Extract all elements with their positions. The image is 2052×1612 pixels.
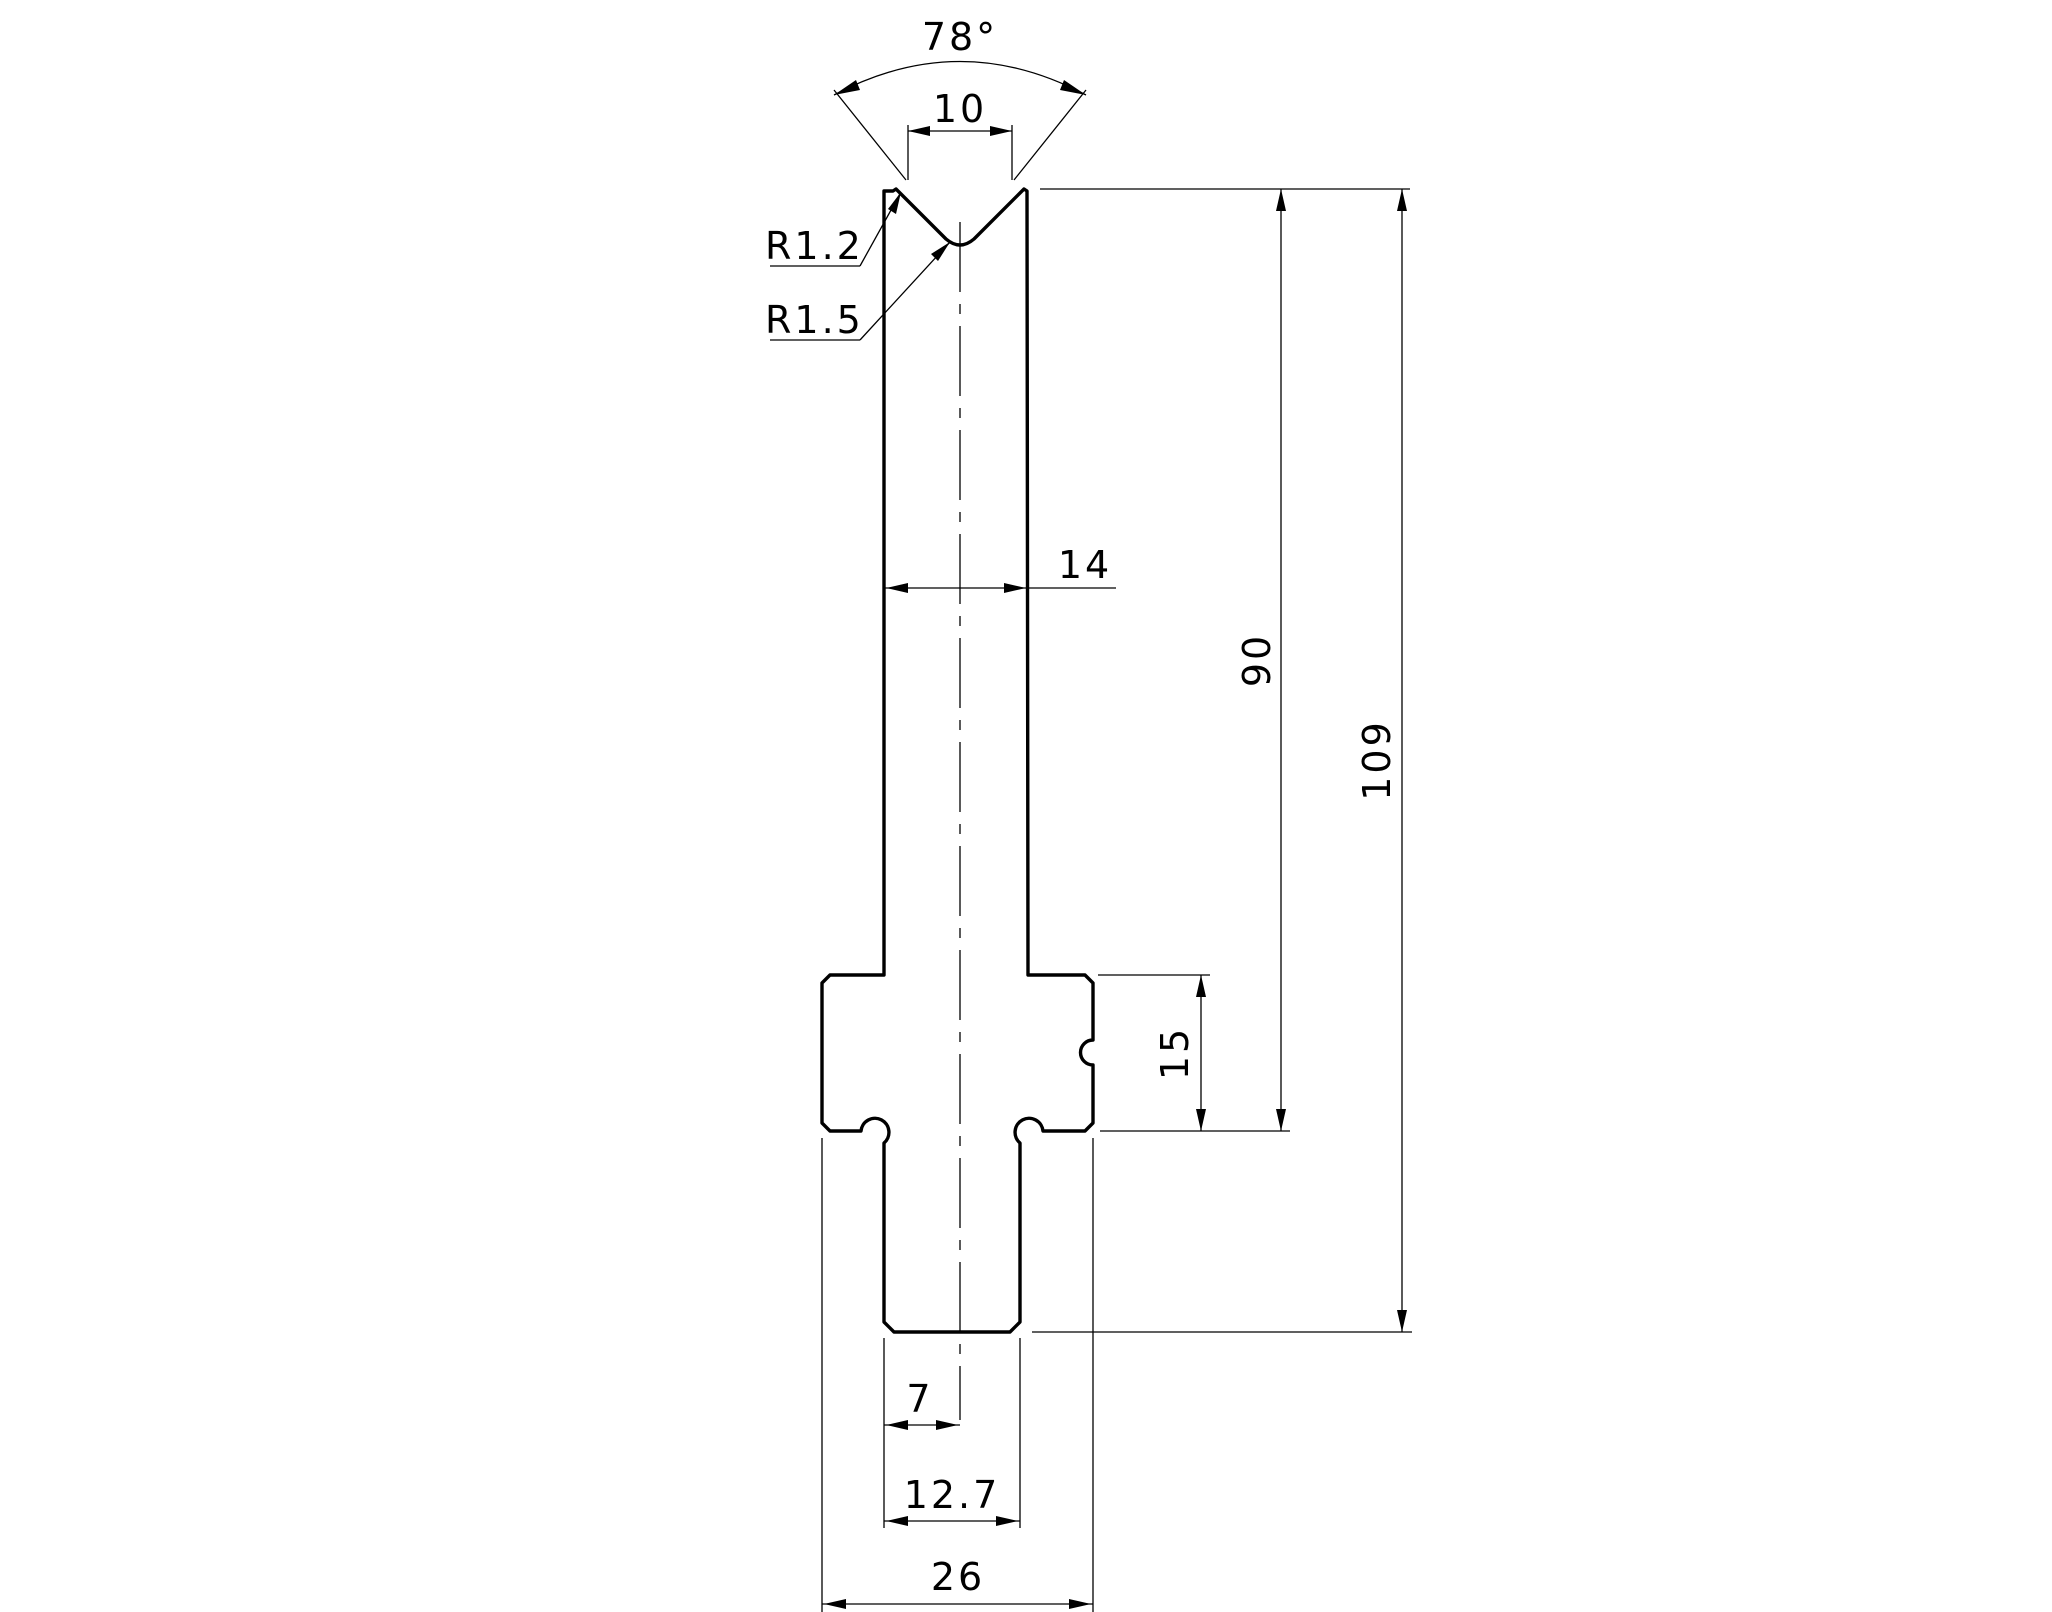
- tang-half-label: 7: [906, 1377, 933, 1421]
- radius-tip-label: R1.5: [765, 298, 864, 342]
- tang-half-dimension: 7: [884, 1377, 960, 1430]
- radius-tip-leader: R1.5: [765, 241, 951, 342]
- height-total-dimension: 109: [1032, 189, 1412, 1333]
- flange-height-label: 15: [1153, 1026, 1197, 1080]
- radius-shoulder-label: R1.2: [765, 224, 864, 268]
- angle-label: 78°: [922, 15, 998, 59]
- die-profile-outline: [820, 187, 1095, 1334]
- v-opening-dimension: 10: [907, 87, 1013, 180]
- flange-height-dimension: 15: [1098, 974, 1210, 1131]
- height-upper-dimension: 90: [1040, 188, 1410, 1132]
- angle-dimension: 78°: [833, 15, 1087, 181]
- tang-width-dimension: 12.7: [884, 1473, 1020, 1526]
- height-total-label: 109: [1355, 719, 1399, 801]
- radius-shoulder-leader: R1.2: [765, 191, 902, 268]
- flange-width-label: 26: [931, 1555, 985, 1599]
- flange-width-dimension: 26: [822, 1555, 1093, 1609]
- v-opening-label: 10: [933, 87, 987, 131]
- height-upper-label: 90: [1235, 633, 1279, 687]
- web-width-dimension: 14: [884, 543, 1116, 593]
- web-width-label: 14: [1058, 543, 1112, 587]
- tang-width-label: 12.7: [904, 1473, 1001, 1517]
